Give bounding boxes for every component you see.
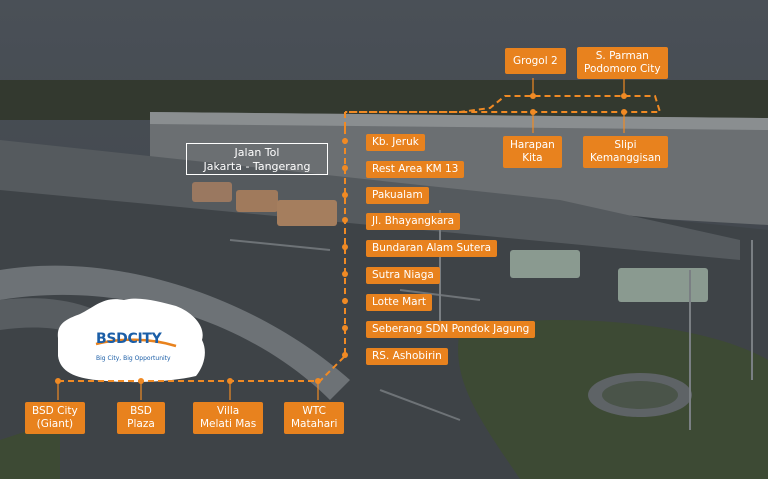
stop-jl-bhayangkara: Jl. Bhayangkara	[366, 213, 461, 230]
stop-slipi-line-2: Kemanggisan	[590, 152, 661, 164]
highway-label: Jalan Tol Jakarta - Tangerang	[186, 143, 328, 175]
stop-seberang-sdn-pondok-jagung: Seberang SDN Pondok Jagung	[366, 321, 536, 338]
stop-slipi-line-1: Slipi	[614, 139, 637, 151]
stop-wtc-line-1: WTC	[302, 405, 326, 417]
stop-bsd-plaza: BSD Plaza	[117, 402, 165, 434]
stop-lotte-mart: Lotte Mart	[366, 294, 433, 311]
stop-bsd-city-line-1: BSD City	[32, 405, 78, 417]
stop-wtc-matahari: WTC Matahari	[284, 402, 345, 434]
stop-villa-melati-line-1: Villa	[217, 405, 240, 417]
stop-wtc-line-2: Matahari	[291, 418, 338, 430]
stop-rest-area-km13: Rest Area KM 13	[366, 161, 465, 178]
stop-s-parman-line-2: Podomoro City	[584, 63, 661, 75]
stop-grogol-2: Grogol 2	[505, 48, 566, 74]
stop-rs-ashobirin: RS. Ashobirin	[366, 348, 448, 365]
stop-pakualam: Pakualam	[366, 187, 429, 204]
stop-kb-jeruk: Kb. Jeruk	[366, 134, 425, 151]
stop-grogol-2-label: Grogol 2	[513, 55, 558, 67]
stop-bsd-city-line-2: (Giant)	[36, 418, 74, 430]
stop-harapan-kita-line-2: Kita	[522, 152, 543, 164]
stop-bsd-city-giant: BSD City (Giant)	[25, 402, 85, 434]
stop-bundaran-alam-sutera: Bundaran Alam Sutera	[366, 240, 498, 257]
stop-slipi-kemanggisan: Slipi Kemanggisan	[583, 136, 668, 168]
stop-villa-melati-line-2: Melati Mas	[200, 418, 257, 430]
stop-s-parman-podomoro: S. Parman Podomoro City	[577, 47, 668, 79]
bsd-city-logo-tagline: Big City, Big Opportunity	[96, 355, 171, 362]
stop-harapan-kita-line-1: Harapan	[510, 139, 555, 151]
stop-bsd-plaza-line-2: Plaza	[127, 418, 155, 430]
highway-label-line-1: Jalan Tol	[234, 146, 280, 159]
highway-label-line-2: Jakarta - Tangerang	[203, 160, 311, 173]
stop-harapan-kita: Harapan Kita	[503, 136, 562, 168]
bsd-city-logo-text: BSDCITY	[96, 331, 162, 347]
stop-villa-melati-mas: Villa Melati Mas	[193, 402, 264, 434]
stop-s-parman-line-1: S. Parman	[595, 50, 649, 62]
stop-sutra-niaga: Sutra Niaga	[366, 267, 440, 284]
stop-bsd-plaza-line-1: BSD	[130, 405, 152, 417]
